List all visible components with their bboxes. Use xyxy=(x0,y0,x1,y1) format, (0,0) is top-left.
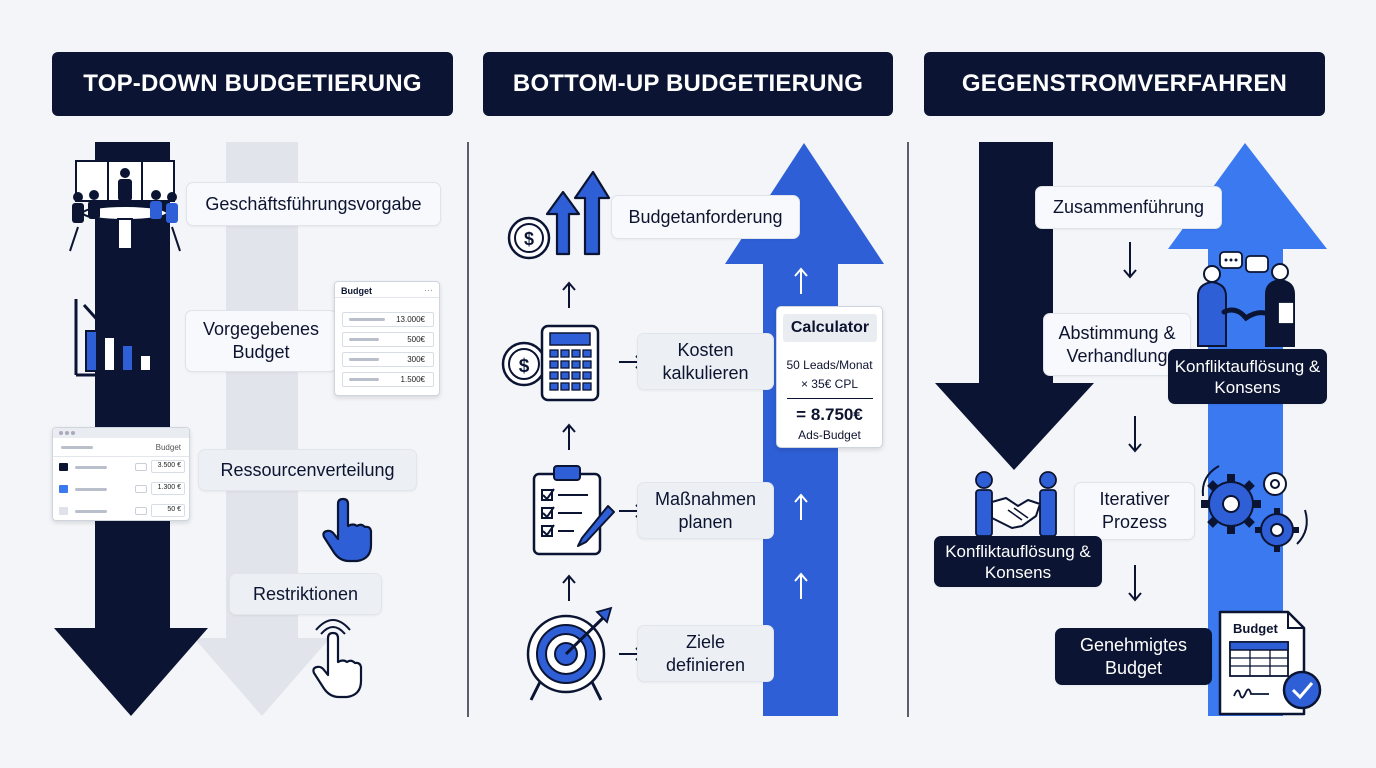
header-counter-current: GEGENSTROMVERFAHREN xyxy=(924,52,1325,116)
calculator-line-1: 50 Leads/Monat xyxy=(786,358,873,372)
calculator-result-label: Ads-Budget xyxy=(798,428,861,442)
budget-card: Budget ··· 13.000€ 500€ 300€ 1.500€ xyxy=(334,281,440,396)
up-arrow-icon xyxy=(562,281,576,308)
label-approved-budget: Genehmigtes Budget xyxy=(1055,628,1212,685)
allocation-card-title: Budget xyxy=(155,443,181,452)
budget-row: 300€ xyxy=(342,352,434,367)
column-divider-1 xyxy=(467,142,469,717)
label-allocation: Ressourcenverteilung xyxy=(198,449,417,491)
gears-icon xyxy=(1201,465,1308,552)
up-arrow-icon xyxy=(562,574,576,601)
label-negotiation: Abstimmung & Verhandlung xyxy=(1043,313,1191,376)
down-arrow-icon xyxy=(1128,416,1142,453)
hand-pointer-icon xyxy=(312,619,363,699)
label-merge: Zusammenführung xyxy=(1035,186,1222,229)
label-restrictions: Restriktionen xyxy=(229,573,382,615)
label-conflict-right: Konfliktauflösung & Konsens xyxy=(1168,349,1327,404)
document-title: Budget xyxy=(1233,621,1278,636)
meeting-icon xyxy=(69,160,181,252)
label-request: Budgetanforderung xyxy=(611,195,800,239)
label-given-budget: Vorgegebenes Budget xyxy=(185,310,337,372)
calculator-icon: $ xyxy=(501,324,600,402)
money-growth-icon: $ xyxy=(507,170,611,260)
white-up-arrow-icon xyxy=(794,267,808,294)
svg-text:$: $ xyxy=(519,356,530,377)
label-calculate: Kosten kalkulieren xyxy=(637,333,774,390)
top-down-grey-arrow xyxy=(194,142,330,716)
calculator-line-2: × 35€ CPL xyxy=(800,377,859,391)
down-arrow-icon xyxy=(1123,242,1137,279)
business-handshake-icon xyxy=(1197,251,1295,347)
target-icon xyxy=(526,606,613,701)
falling-chart-icon xyxy=(74,299,158,377)
header-top-down: TOP-DOWN BUDGETIERUNG xyxy=(52,52,453,116)
label-goals: Ziele definieren xyxy=(637,625,774,682)
counter-blue-arrow xyxy=(1168,143,1327,716)
label-conflict-left: Konfliktauflösung & Konsens xyxy=(934,536,1102,587)
label-iterative: Iterativer Prozess xyxy=(1074,482,1195,540)
budget-row: 1.500€ xyxy=(342,372,434,387)
label-plan: Maßnahmen planen xyxy=(637,482,774,539)
down-arrow-icon xyxy=(1128,565,1142,602)
header-bottom-up: BOTTOM-UP BUDGETIERUNG xyxy=(483,52,893,116)
allocation-card: Budget 3.500 € 1.300 € 50 € xyxy=(52,427,190,521)
counter-navy-arrow xyxy=(935,142,1094,470)
calculator-result: = 8.750€ xyxy=(796,405,863,424)
budget-row: 500€ xyxy=(342,332,434,347)
calculator-title: Calculator xyxy=(783,314,877,342)
white-up-arrow-icon xyxy=(794,572,808,599)
handshake-icon xyxy=(975,471,1057,537)
clipboard-checklist-icon xyxy=(532,465,615,556)
approved-budget-document-icon xyxy=(1218,610,1322,716)
more-icon: ··· xyxy=(424,285,433,295)
svg-text:$: $ xyxy=(524,229,534,249)
budget-row: 13.000€ xyxy=(342,312,434,327)
column-divider-2 xyxy=(907,142,909,717)
hand-pointer-icon xyxy=(322,497,373,563)
up-arrow-icon xyxy=(562,423,576,450)
budget-card-title: Budget xyxy=(341,286,372,296)
label-directive: Geschäftsführungsvorgabe xyxy=(186,182,441,226)
calculator-card: Calculator 50 Leads/Monat × 35€ CPL = 8.… xyxy=(776,306,883,448)
white-up-arrow-icon xyxy=(794,493,808,520)
